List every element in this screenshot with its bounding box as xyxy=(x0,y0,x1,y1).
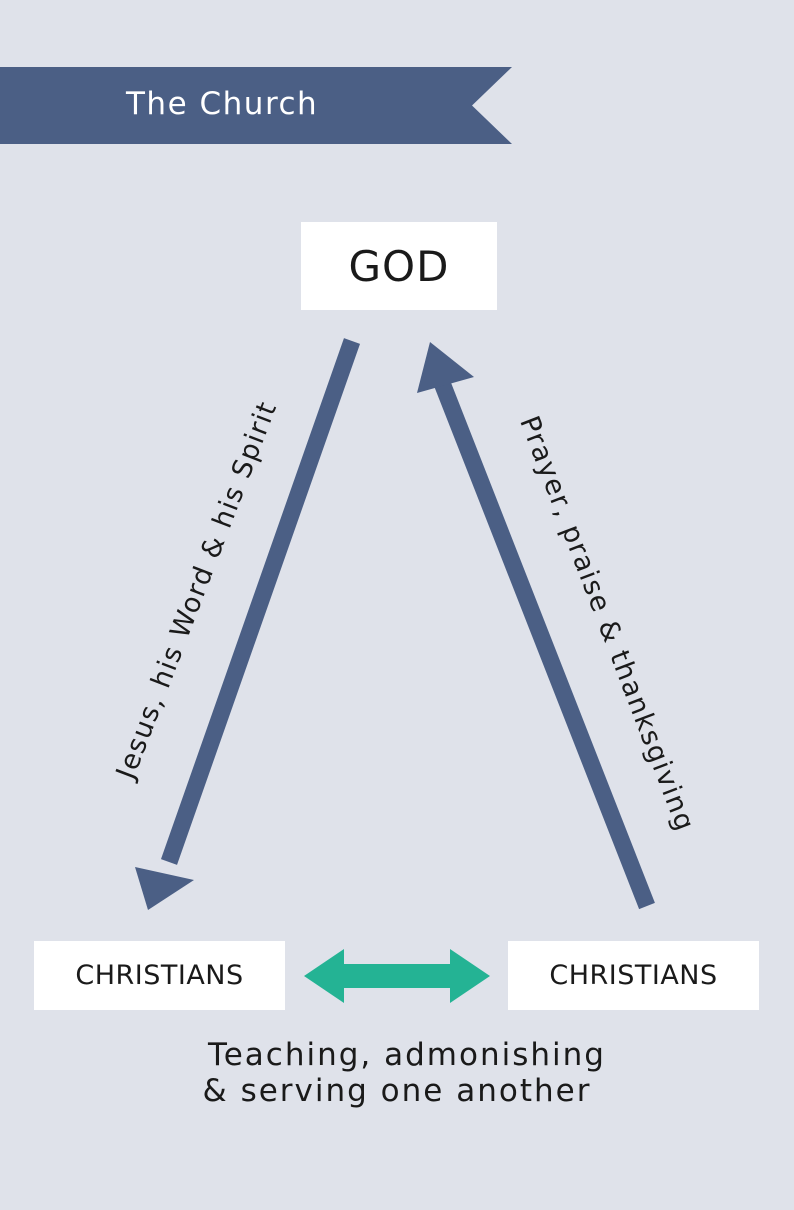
mutual-caption: Teaching, admonishing & serving one anot… xyxy=(0,1037,794,1109)
caption-line-2: & serving one another xyxy=(202,1073,592,1109)
banner-title: The Church xyxy=(126,86,319,122)
arrow-god-to-christians xyxy=(135,338,361,910)
arrow-christians-to-god xyxy=(417,342,655,910)
god-node: GOD xyxy=(301,222,497,310)
caption-line-1: Teaching, admonishing xyxy=(208,1037,606,1073)
god-label: GOD xyxy=(348,241,450,291)
christians-left-label: CHRISTIANS xyxy=(75,960,244,991)
christians-node-left: CHRISTIANS xyxy=(34,941,285,1010)
christians-right-label: CHRISTIANS xyxy=(549,960,718,991)
title-banner xyxy=(0,67,512,144)
double-arrow-christians xyxy=(304,949,490,1003)
christians-node-right: CHRISTIANS xyxy=(508,941,759,1010)
